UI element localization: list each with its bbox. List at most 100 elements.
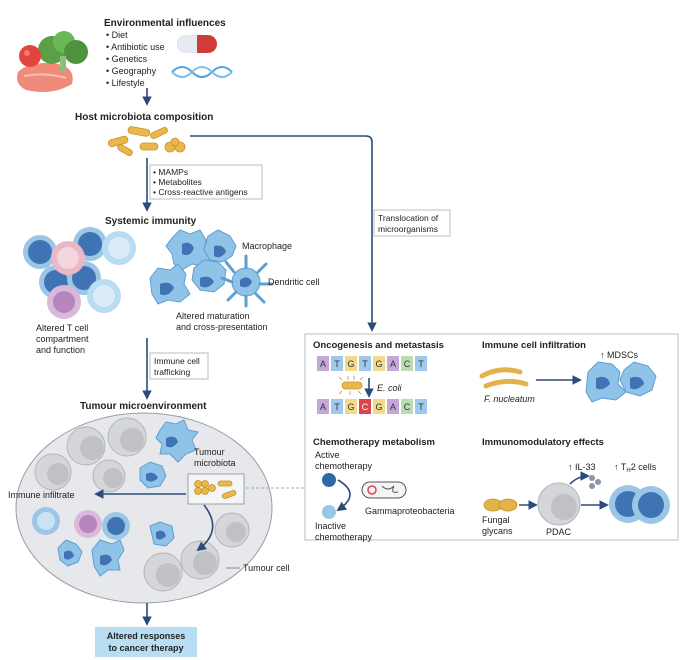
inactive-chemo-dot [322, 505, 336, 519]
env-item-diet: • Diet [106, 30, 128, 40]
onco-title: Oncogenesis and metastasis [313, 340, 444, 351]
result-line1: Altered responses [107, 631, 186, 641]
translocation-line1: Translocation of [378, 213, 439, 223]
macrophage-cluster [149, 229, 237, 305]
immuno-title: Immunomodulatory effects [482, 437, 604, 448]
dna-base-letter: G [347, 402, 354, 412]
env-item-genetics: • Genetics [106, 54, 148, 64]
gammaproteobacteria-bacterium [361, 481, 407, 499]
mdsc-cells [585, 361, 657, 403]
arrow-translocation [190, 135, 377, 332]
dna-base-box [415, 356, 427, 371]
tcell-label-3: and function [36, 345, 85, 355]
il33-molecules [589, 475, 601, 489]
dna-base-box [317, 399, 329, 414]
trafficking-line1: Immune cell [154, 356, 200, 366]
env-item-lifestyle: • Lifestyle [106, 78, 145, 88]
dna-base-letter: G [375, 402, 382, 412]
dendritic-label: Dendritic cell [268, 277, 320, 287]
dna-base-letter: C [404, 402, 411, 412]
env-title: Environmental influences [104, 18, 226, 29]
dna-base-letter: G [347, 359, 354, 369]
tcell-label-2: compartment [36, 334, 89, 344]
t-cell-cluster [23, 227, 136, 319]
translocation-line2: microorganisms [378, 224, 438, 234]
maturation-label-2: and cross-presentation [176, 322, 268, 332]
pdac-label: PDAC [546, 527, 572, 537]
translocation-box [373, 209, 451, 237]
fnucleatum-bacteria [479, 367, 529, 389]
tme-title: Tumour microenvironment [80, 401, 207, 412]
microbiota-inset-bacteria [194, 480, 237, 499]
dna-base-letter: A [390, 359, 396, 369]
dna-base-box [373, 399, 385, 414]
dna-base-box [415, 399, 427, 414]
fungal-line2: glycans [482, 526, 513, 536]
infiltration-title: Immune cell infiltration [482, 340, 586, 351]
pdac-cell [537, 482, 581, 526]
mamps-box [149, 164, 263, 200]
microbiota-illustration [107, 126, 186, 156]
dna-base-box [359, 356, 371, 371]
chemo-title: Chemotherapy metabolism [313, 437, 435, 448]
pill-icon [177, 35, 217, 53]
dna-base-box [387, 399, 399, 414]
antigens-item: • Cross-reactive antigens [153, 187, 248, 197]
mdsc-label: ↑ MDSCs [600, 350, 638, 360]
dna-base-box [345, 356, 357, 371]
active-chemo-dot [322, 473, 336, 487]
dna-base-box [345, 399, 357, 414]
active-chemo-line2: chemotherapy [315, 461, 373, 471]
metabolites-item: • Metabolites [153, 177, 202, 187]
dna-base-letter: C [404, 359, 411, 369]
tcell-label-1: Altered T cell [36, 323, 88, 333]
food-illustration [17, 31, 88, 92]
maturation-label-1: Altered maturation [176, 311, 250, 321]
inactive-chemo-line2: chemotherapy [315, 532, 373, 542]
tumour-microbiota-line1: Tumour [194, 447, 225, 457]
active-chemo-line1: Active [315, 450, 340, 460]
result-line2: to cancer therapy [108, 643, 183, 653]
ecoli-label: E. coli [377, 383, 403, 393]
inactive-chemo-line1: Inactive [315, 521, 346, 531]
dna-base-box [331, 356, 343, 371]
il33-label: ↑ IL-33 [568, 462, 596, 472]
ecoli-bacterium [338, 376, 364, 395]
tumour-cell-label: Tumour cell [243, 563, 290, 573]
arrow-to-tumour-cell [196, 504, 214, 552]
dna-base-box [387, 356, 399, 371]
dna-base-box [373, 356, 385, 371]
systemic-title: Systemic immunity [105, 216, 197, 227]
dna-base-letter: A [320, 402, 326, 412]
immune-infiltrate-label: Immune infiltrate [8, 490, 75, 500]
dna-icon [171, 66, 233, 78]
host-title: Host microbiota composition [75, 112, 213, 123]
tme-cells [32, 417, 250, 592]
mamps-item: • MAMPs [153, 167, 188, 177]
dna-base-box [401, 356, 413, 371]
fnucleatum-label: F. nucleatum [484, 394, 535, 404]
dna-base-box [359, 399, 371, 414]
dna-base-letter: T [418, 402, 424, 412]
tumour-microbiota-line2: microbiota [194, 458, 236, 468]
dna-base-box [317, 356, 329, 371]
th2-label: ↑ TH2 cells [614, 462, 657, 474]
trafficking-box [149, 352, 209, 380]
dna-base-letter: T [334, 402, 340, 412]
macrophage-label: Macrophage [242, 241, 292, 251]
dendritic-cell [220, 254, 274, 308]
dna-base-letter: T [418, 359, 424, 369]
env-item-antibiotic: • Antibiotic use [106, 42, 165, 52]
th2-cells [609, 485, 670, 524]
dna-base-letter: T [334, 359, 340, 369]
arrow-chemo-conversion [336, 479, 351, 512]
gamma-label: Gammaproteobacteria [365, 506, 455, 516]
dna-base-letter: A [320, 359, 326, 369]
env-item-geography: • Geography [106, 66, 157, 76]
trafficking-line2: trafficking [154, 367, 190, 377]
result-box [95, 627, 197, 657]
dna-base-box [401, 399, 413, 414]
